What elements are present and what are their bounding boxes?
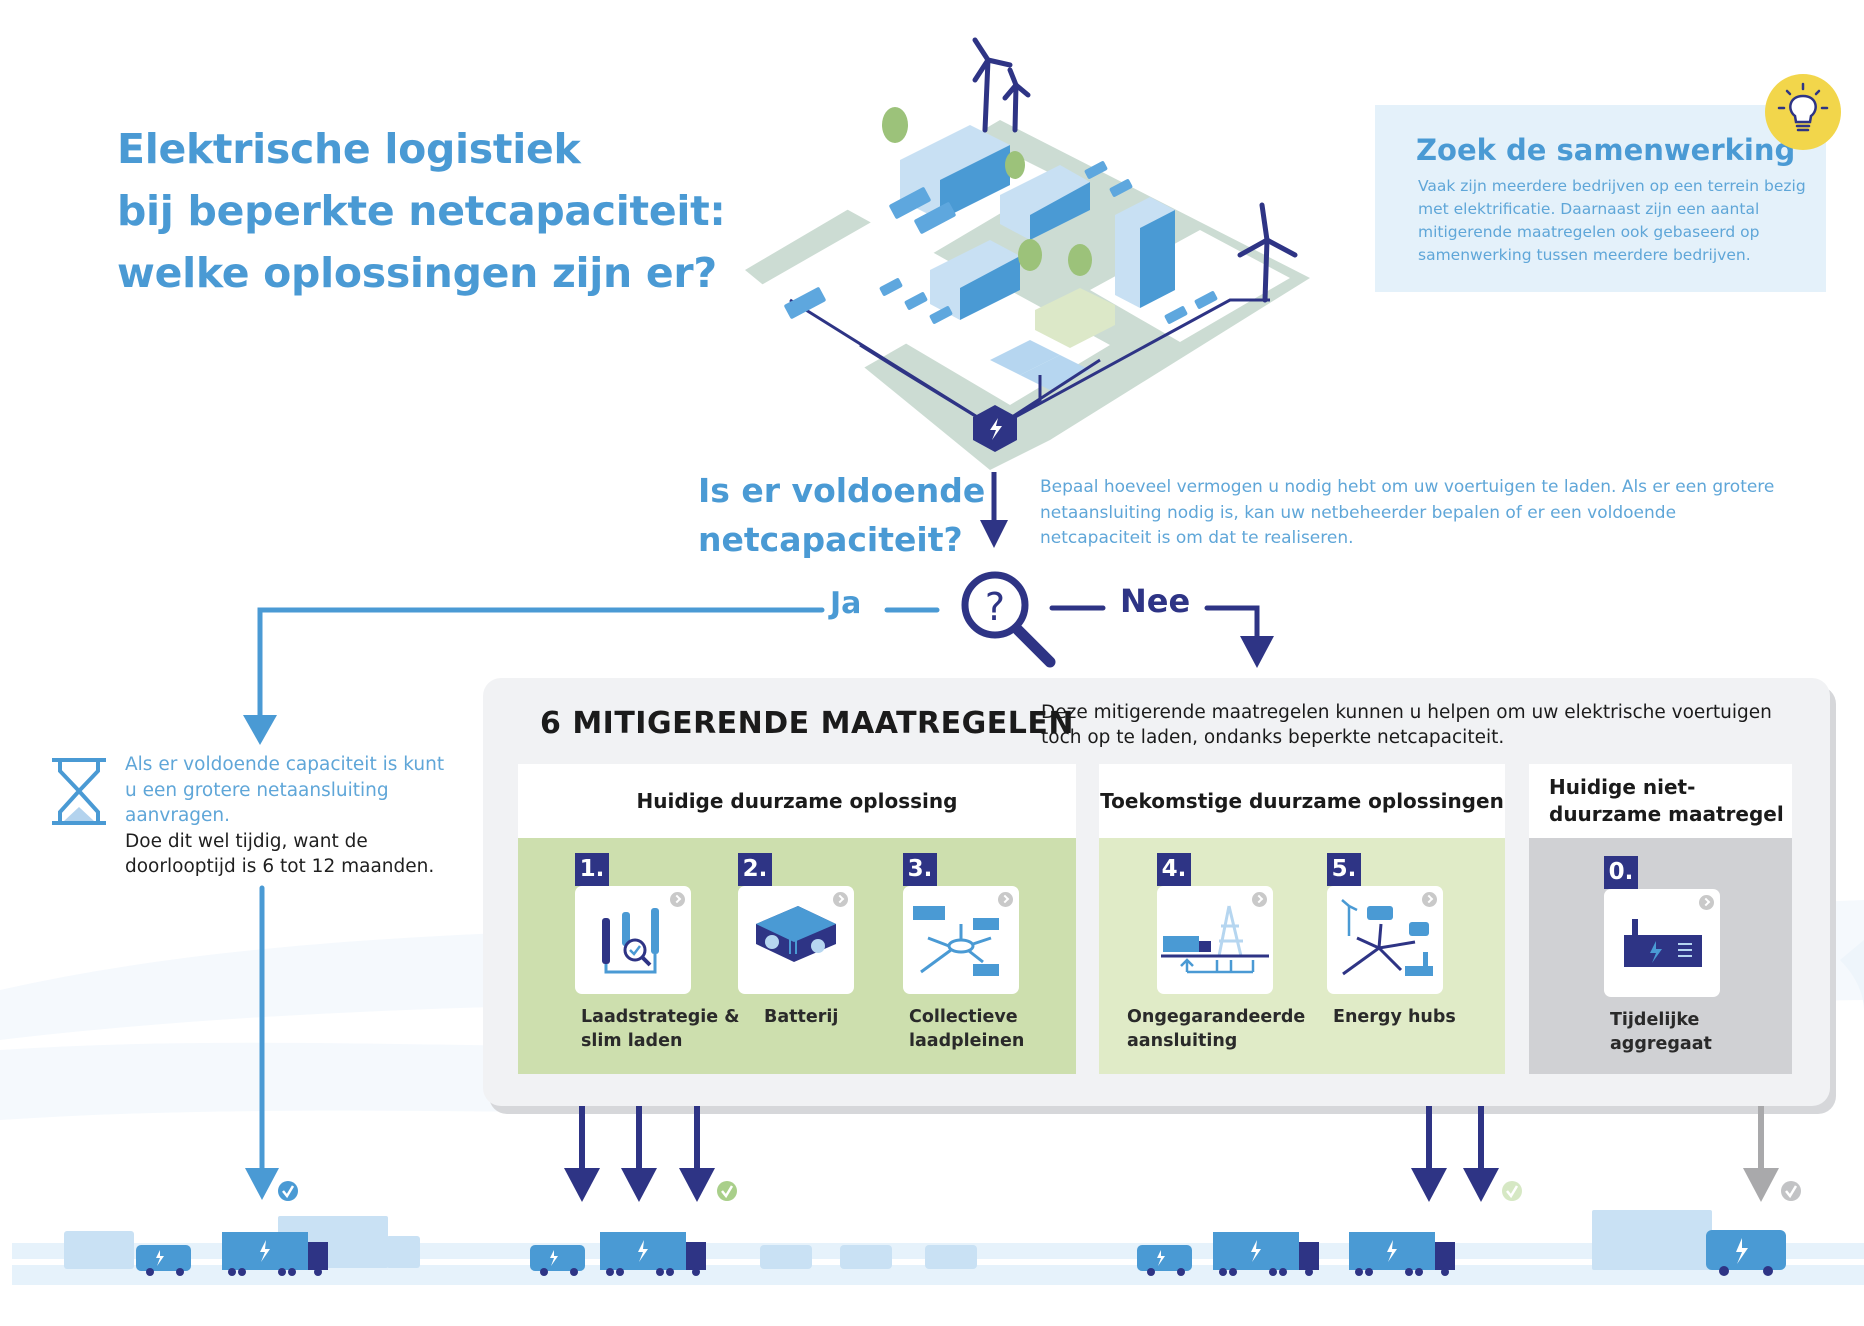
electric-van-icon [1137,1245,1192,1276]
measure-card[interactable] [1327,886,1443,994]
arrow-down-to-question [980,472,1008,548]
power-pylon-truck-icon [1161,905,1269,974]
park-buildings [900,125,1175,390]
energy-hub-icon [1341,899,1433,976]
column-current-sustainable: Huidige duurzame oplossing 1. Laadstrate… [518,764,1076,1074]
column-body: 1. Laadstrategie & slim laden 2. [518,838,1076,1074]
lightbulb-icon [1765,74,1841,150]
measure-arrow-nonsustainable [1743,1106,1779,1202]
measure-card[interactable] [1157,886,1273,994]
page-title: Elektrische logistiek bij beperkte netca… [117,118,726,304]
measure-number: 0. [1604,856,1638,889]
measure-card[interactable] [1604,889,1720,997]
column-future-sustainable: Toekomstige duurzame oplossingen 4. Onge… [1099,764,1505,1074]
substation-icon [973,405,1017,452]
measure-card[interactable] [738,886,854,994]
chevron-right-icon[interactable] [998,892,1013,907]
measure-number: 1. [575,853,609,886]
cables [789,298,1270,430]
measure-number: 5. [1327,853,1361,886]
magnifier-question-icon: ? [961,571,1056,668]
yes-branch-note-blue: Als er voldoende capaciteit is kunt u ee… [125,754,445,826]
question-description: Bepaal hoeveel vermogen u nodig hebt om … [1040,477,1775,548]
chevron-right-icon[interactable] [670,892,685,907]
measure-label: Tijdelijke aggregaat [1610,1010,1712,1054]
measure-arrows-future [1411,1106,1499,1202]
battery-icon [756,906,836,962]
title-line-1: Elektrische logistiek [117,125,581,173]
measure-label: Energy hubs [1333,1007,1456,1027]
measure-number: 4. [1157,853,1191,886]
title-line-2: bij beperkte netcapaciteit: [117,187,726,235]
tip-box [1375,105,1826,292]
no-branch-line [1049,605,1274,668]
yes-branch-note-dark: Doe dit wel tijdig, want de doorlooptijd… [125,830,435,878]
column-heading: Toekomstige duurzame oplossingen [1100,789,1504,813]
check-icons [278,1181,1801,1201]
question-title: Is er voldoende netcapaciteit? [698,466,985,564]
column-body: 0. Tijdelijke aggregaat [1529,838,1792,1074]
question-title-line-1: Is er voldoende [698,471,986,510]
column-heading: Huidige duurzame oplossing [636,789,958,813]
measure-label: Ongegarandeerde aansluiting [1127,1007,1306,1051]
yes-branch-line [243,607,940,1200]
column-body: 4. Ongegarandeerde aansluiting 5. [1099,838,1505,1074]
electric-truck-icon [1349,1232,1455,1276]
hourglass-icon [52,758,106,825]
yes-branch-note: Als er voldoende capaciteit is kunt u ee… [125,752,455,880]
generator-icon [1624,919,1702,967]
check-icon-gray [1781,1181,1801,1201]
column-heading: Huidige niet-duurzame maatregel [1549,775,1784,826]
chevron-right-icon[interactable] [833,892,848,907]
chevron-right-icon[interactable] [1699,895,1714,910]
measure-label: Laadstrategie & slim laden [581,1007,740,1051]
svg-text:?: ? [985,585,1005,629]
column-current-non-sustainable: Huidige niet-duurzame maatregel 0. Tijde… [1529,764,1792,1074]
electric-van-icon [1706,1230,1786,1276]
electric-van-icon [530,1245,585,1276]
no-label: Nee [1120,582,1191,620]
check-icon-green [717,1181,737,1201]
measures-description: Deze mitigerende maatregelen kunnen u he… [1041,702,1772,748]
title-line-3: welke oplossingen zijn er? [117,249,717,297]
measure-number: 2. [738,853,772,886]
chevron-right-icon[interactable] [1252,892,1267,907]
electric-van-icon [136,1245,191,1276]
ghost-vehicles [64,1210,1712,1270]
check-icon-green-light [1502,1181,1522,1201]
measure-arrows-current [564,1106,715,1202]
charging-hub-icon [913,906,999,976]
wind-turbines [972,37,1298,303]
tip-title: Zoek de samenwerking [1416,133,1796,167]
tip-body: Vaak zijn meerdere bedrijven op een terr… [1418,177,1806,264]
measure-number: 3. [903,853,937,886]
electric-truck-icon [1213,1232,1319,1276]
measures-title: 6 MITIGERENDE MAATREGELEN [540,706,1074,741]
measure-card[interactable] [903,886,1019,994]
chevron-right-icon[interactable] [1422,892,1437,907]
electric-truck-icon [600,1232,706,1276]
ev-vehicles [136,1230,1786,1276]
trees [882,107,1092,276]
electric-truck-icon [222,1232,328,1276]
yes-label: Ja [830,586,862,621]
park-trucks [784,161,1218,324]
measure-label: Collectieve laadpleinen [909,1007,1025,1051]
measure-label: Batterij [764,1007,839,1027]
smart-charging-icon [602,908,659,974]
measure-card[interactable] [575,886,691,994]
question-title-line-2: netcapaciteit? [698,520,963,559]
check-icon-blue [278,1181,298,1201]
